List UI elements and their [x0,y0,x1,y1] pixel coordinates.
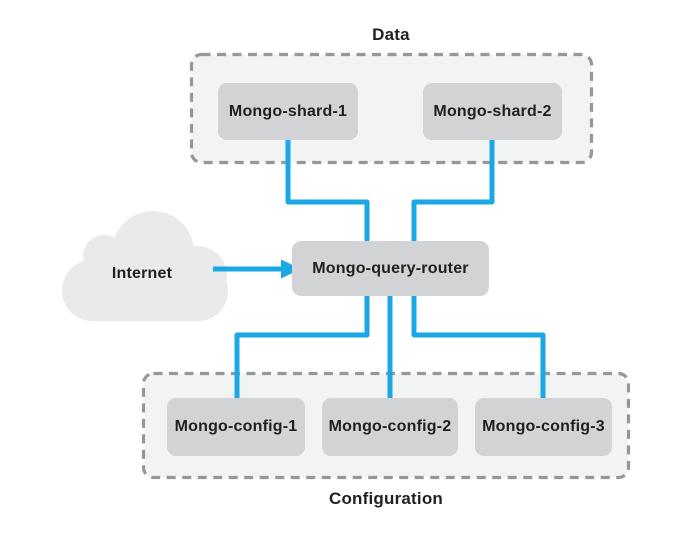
arrow-head-icon [281,259,301,279]
connector-shard1-router [285,137,370,243]
node-mongo-config-1: Mongo-config-1 [167,398,305,456]
node-mongo-shard-2: Mongo-shard-2 [423,83,562,140]
internet-cloud-icon [62,211,228,321]
node-mongo-shard-1: Mongo-shard-1 [218,83,358,140]
connector-router-config1 [234,295,370,400]
internet-label: Internet [111,265,173,282]
configuration-group-label: Configuration [328,489,444,508]
node-mongo-config-2: Mongo-config-2 [322,398,458,456]
node-mongo-query-router: Mongo-query-router [292,241,489,296]
connector-shard2-router [411,137,495,243]
data-group-label: Data [372,25,410,44]
node-mongo-config-3: Mongo-config-3 [475,398,612,456]
connector-router-config3 [411,295,546,400]
